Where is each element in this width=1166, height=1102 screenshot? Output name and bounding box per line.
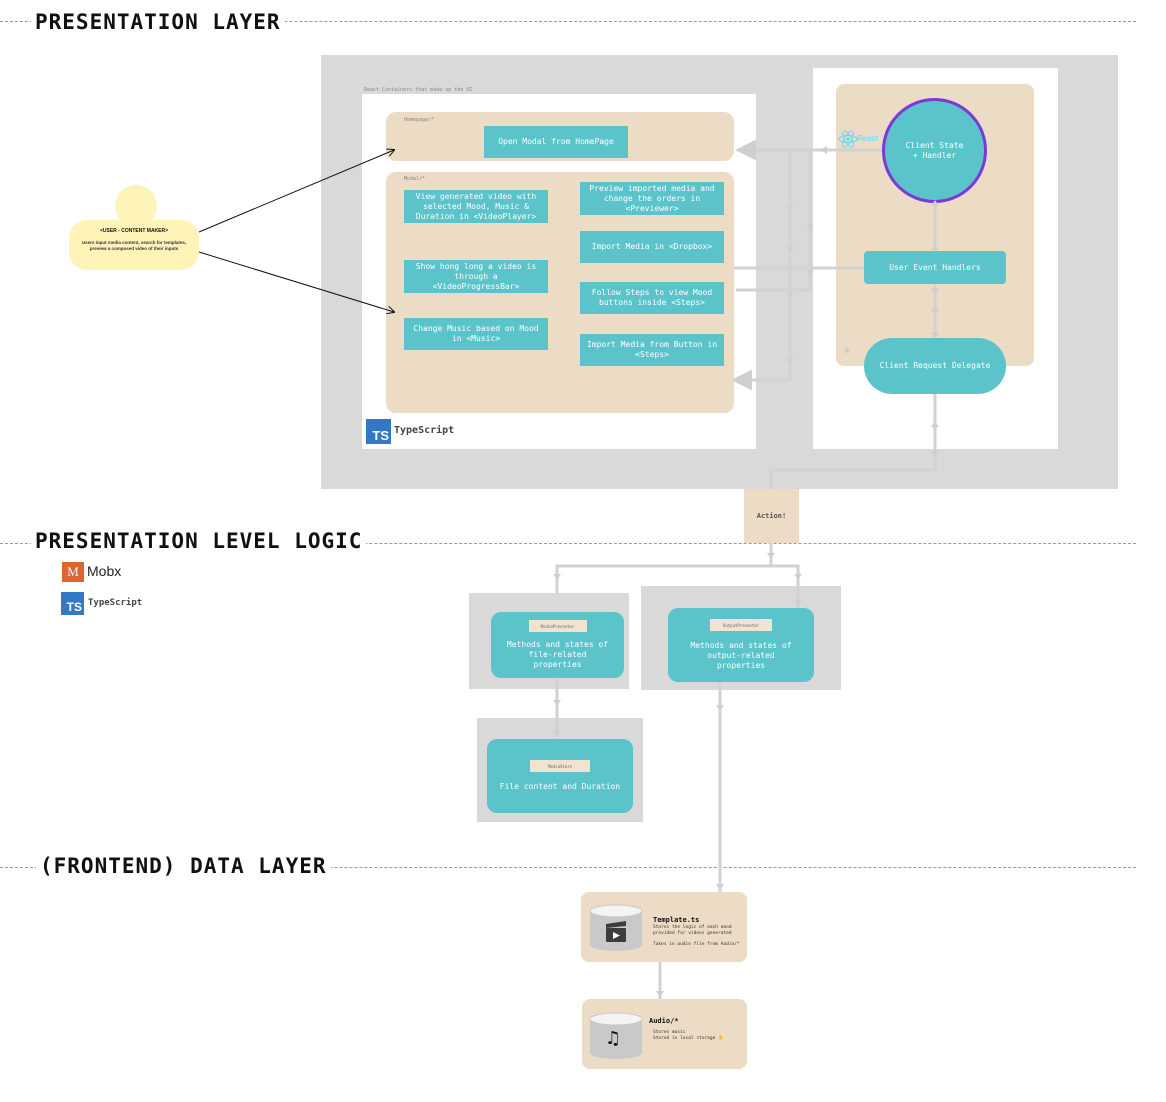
section-divider <box>0 21 1136 22</box>
state-distribution-line <box>736 150 812 292</box>
template-database-icon <box>589 904 643 952</box>
ts-badge-text: TS <box>372 428 389 443</box>
output-presenter-text: Methods and states of output-related pro… <box>690 641 792 670</box>
arrowhead <box>786 205 794 211</box>
react-containers-caption: React Containers that make up the UI <box>364 87 473 93</box>
arrowhead <box>931 451 939 457</box>
section-divider <box>0 543 1136 544</box>
audio-note: Stored in local storage ✋ <box>653 1036 724 1041</box>
dropbox-box: Import Media in <Dropbox> <box>580 231 724 263</box>
arrowhead <box>931 288 939 294</box>
arrowhead <box>794 600 802 606</box>
arrowhead <box>553 730 561 736</box>
media-store-text: File content and Duration <box>499 782 621 791</box>
arrowhead <box>716 884 724 890</box>
audio-description: Stores music <box>653 1030 686 1035</box>
arrowhead <box>931 244 939 250</box>
action-to-output-presenter-connector <box>771 564 800 608</box>
previewer-box: Preview imported media and change the or… <box>580 182 724 215</box>
user-description: Users input media content, search for te… <box>81 240 187 251</box>
arrowhead <box>845 346 851 354</box>
ts-badge-text: TS <box>66 600 82 614</box>
arrowhead <box>786 292 794 298</box>
output-presenter-box: OutputPresenter Methods and states of ou… <box>668 608 814 682</box>
client-request-delegate-box: Client Request Delegate <box>864 338 1006 394</box>
arrowhead <box>931 332 939 338</box>
audio-title: Audio/* <box>649 1017 679 1025</box>
react-logo-icon <box>838 129 858 149</box>
typescript-logo-icon: TS <box>61 592 84 615</box>
mobx-logo-icon: M <box>62 562 84 582</box>
arrowhead <box>553 574 561 580</box>
arrowhead <box>794 574 802 580</box>
client-state-circle: Client State + Handler <box>882 98 987 203</box>
typescript-label: TypeScript <box>394 425 455 436</box>
video-player-box: View generated video with selected Mood,… <box>404 190 548 223</box>
media-store-chip: MediaStore <box>530 760 590 772</box>
arrowhead <box>786 358 794 364</box>
arrowhead <box>716 705 724 711</box>
react-label: React <box>857 134 878 143</box>
section-title-presentation-level-logic: PRESENTATION LEVEL LOGIC <box>31 529 367 553</box>
template-description: Stores the logic of each mood provided f… <box>653 925 732 936</box>
user-title: <USER - CONTENT MAKER> <box>99 228 169 234</box>
user-to-modal-arrow <box>198 251 394 312</box>
media-presenter-box: MediaPresenter Methods and states of fil… <box>491 612 624 678</box>
arrowhead <box>656 991 664 997</box>
steps-import-box: Import Media from Button in <Steps> <box>580 334 724 366</box>
mobx-badge-text: M <box>67 564 79 579</box>
section-title-data-layer: (FRONTEND) DATA LAYER <box>36 854 331 878</box>
arrowhead <box>820 146 827 154</box>
modal-label: Modal/* <box>404 176 426 182</box>
video-progress-bar-box: Show hong long a video is through a <Vid… <box>404 260 548 293</box>
media-store-box: MediaStore File content and Duration <box>487 739 633 813</box>
audio-database-icon <box>589 1012 643 1060</box>
arrowhead <box>931 421 939 427</box>
mobx-label: Mobx <box>87 563 122 579</box>
section-title-presentation-layer: PRESENTATION LAYER <box>31 10 285 34</box>
open-modal-homepage-box: Open Modal from HomePage <box>484 126 628 158</box>
section-divider <box>0 867 1136 868</box>
template-title: Template.ts <box>653 916 700 924</box>
typescript-label: TypeScript <box>88 598 143 608</box>
user-to-homepage-arrow <box>198 150 394 233</box>
typescript-logo-icon: TS <box>366 419 391 444</box>
action-box: Action! <box>744 489 799 543</box>
template-note: Takes in audio file from Audio/* <box>653 942 740 947</box>
output-presenter-chip: OutputPresenter <box>710 619 772 631</box>
arrowhead <box>806 225 814 231</box>
arrowhead <box>786 247 794 253</box>
action-to-presenters-connector <box>555 543 773 593</box>
state-distribution-line <box>731 150 792 391</box>
action-label: Action! <box>756 512 787 520</box>
steps-mood-box: Follow Steps to view Mood buttons inside… <box>580 282 724 314</box>
arrowhead <box>806 270 814 276</box>
user-card: <USER - CONTENT MAKER> Users input media… <box>69 220 199 270</box>
delegate-to-action-connector <box>769 394 937 489</box>
media-presenter-chip: MediaPresenter <box>528 620 587 632</box>
arrowhead <box>767 553 775 559</box>
arrowhead <box>931 306 939 312</box>
arrowhead <box>553 700 561 706</box>
homepage-label: Homepage/* <box>404 117 435 123</box>
music-box: Change Music based on Mood in <Music> <box>404 318 548 350</box>
user-event-handlers-box: User Event Handlers <box>864 251 1006 284</box>
media-presenter-text: Methods and states of file-related prope… <box>506 640 609 669</box>
arrowhead <box>931 200 939 206</box>
music-note-icon: ♫ <box>605 1028 622 1049</box>
